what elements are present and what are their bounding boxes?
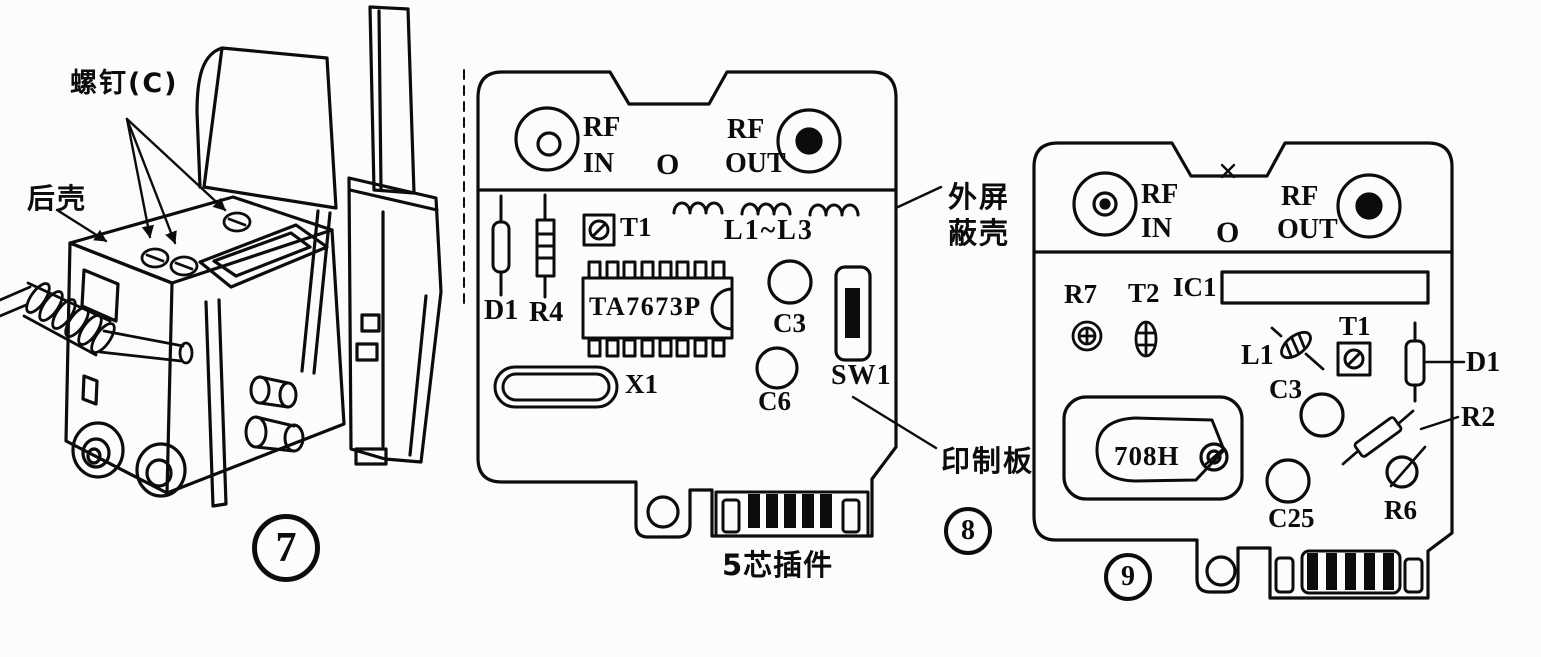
rf-out-label-line1: RF bbox=[727, 114, 765, 145]
screw-heads bbox=[140, 211, 252, 277]
r6-label: R6 bbox=[1384, 495, 1417, 525]
c3-label: C3 bbox=[773, 308, 806, 338]
figure8-board bbox=[463, 69, 943, 539]
c25-capacitor bbox=[1265, 458, 1311, 504]
rf-in-connector bbox=[1072, 171, 1138, 237]
board8-edge-connector bbox=[714, 490, 870, 538]
r7-trimmer bbox=[1071, 320, 1103, 352]
c6-capacitor bbox=[755, 346, 799, 390]
screws-label: 螺钉(C) bbox=[70, 68, 179, 99]
rf-in-label-line1: RF bbox=[583, 112, 621, 143]
rear-shell-panel bbox=[347, 5, 443, 466]
coils-label: L1~L3 bbox=[724, 215, 814, 246]
figure9-number-badge: 9 bbox=[1104, 553, 1152, 601]
cover-panel bbox=[195, 46, 338, 375]
rf-out-connector bbox=[1336, 173, 1402, 239]
figure7-leader-lines bbox=[55, 117, 227, 245]
r7-label: R7 bbox=[1064, 279, 1097, 309]
figure7-number-badge: 7 bbox=[252, 514, 320, 582]
x1-label: X1 bbox=[625, 369, 658, 399]
t2-label: T2 bbox=[1128, 278, 1160, 308]
c6-label: C6 bbox=[758, 386, 791, 416]
zero-mark-label: O bbox=[1216, 216, 1240, 249]
c3-label: C3 bbox=[1269, 374, 1302, 404]
board9-edge-connector bbox=[1274, 549, 1424, 595]
t1-label: T1 bbox=[620, 212, 652, 242]
d1-label: D1 bbox=[484, 295, 519, 326]
zero-mark-label: O bbox=[656, 148, 680, 181]
cable-strain-relief bbox=[0, 281, 194, 365]
coil-symbols bbox=[672, 201, 860, 217]
board8-mounting-hole bbox=[646, 495, 680, 529]
rf-in-label-line1: RF bbox=[1141, 179, 1179, 210]
rf-in-label-line2: IN bbox=[1141, 213, 1173, 244]
ic1-package bbox=[1220, 270, 1430, 305]
module-708h-label: 708H bbox=[1114, 441, 1180, 471]
coax-connectors bbox=[71, 421, 187, 498]
back-shell-label: 后壳 bbox=[27, 182, 88, 215]
ic1-label: IC1 bbox=[1173, 272, 1217, 302]
module-708h bbox=[1062, 395, 1244, 501]
figure7-drawing bbox=[0, 5, 443, 508]
l1-coil bbox=[1270, 326, 1325, 371]
figure8-leader-lines bbox=[851, 185, 943, 450]
c25-label: C25 bbox=[1268, 503, 1315, 533]
c3-capacitor bbox=[1299, 392, 1345, 438]
ic-label: TA7673P bbox=[589, 292, 702, 321]
r4-label: R4 bbox=[529, 297, 564, 328]
t1-trimmer bbox=[1336, 341, 1372, 377]
ic-ta7673p bbox=[581, 260, 734, 358]
board9-mounting-hole bbox=[1205, 555, 1237, 587]
board9-notch-mark bbox=[1220, 163, 1236, 179]
r6-resistor bbox=[1385, 445, 1427, 489]
x1-crystal bbox=[493, 365, 619, 409]
rf-out-label-line2: OUT bbox=[1277, 214, 1338, 245]
rf-out-label-line2: OUT bbox=[725, 148, 786, 179]
t1-trimmer bbox=[582, 213, 616, 247]
l1-label: L1 bbox=[1241, 340, 1274, 371]
shield-case-label: 外屏蔽壳 bbox=[948, 180, 1011, 250]
mounting-pegs bbox=[244, 375, 305, 453]
d1-label: D1 bbox=[1466, 347, 1501, 378]
board9-outline bbox=[1032, 141, 1454, 600]
figure9-board bbox=[1032, 141, 1466, 600]
t1-label: T1 bbox=[1339, 311, 1371, 341]
sw1-label: SW1 bbox=[831, 360, 892, 391]
board8-outline bbox=[476, 70, 898, 539]
connector-label: 5芯插件 bbox=[722, 548, 834, 582]
rf-out-label-line1: RF bbox=[1281, 181, 1319, 212]
r2-resistor bbox=[1341, 409, 1460, 466]
rf-in-label-line2: IN bbox=[583, 148, 615, 179]
d1-diode bbox=[1404, 321, 1466, 403]
t2-transformer bbox=[1134, 320, 1158, 358]
sw1-switch bbox=[834, 265, 872, 362]
rf-out-connector bbox=[776, 108, 842, 174]
r4-resistor bbox=[535, 193, 556, 299]
c3-capacitor bbox=[767, 259, 813, 305]
modulator-box bbox=[64, 195, 346, 508]
rf-in-connector bbox=[514, 106, 580, 172]
pcb-label: 印制板 bbox=[941, 444, 1035, 478]
figure8-number-badge: 8 bbox=[944, 507, 992, 555]
d1-diode bbox=[491, 194, 511, 297]
r2-label: R2 bbox=[1461, 402, 1496, 433]
